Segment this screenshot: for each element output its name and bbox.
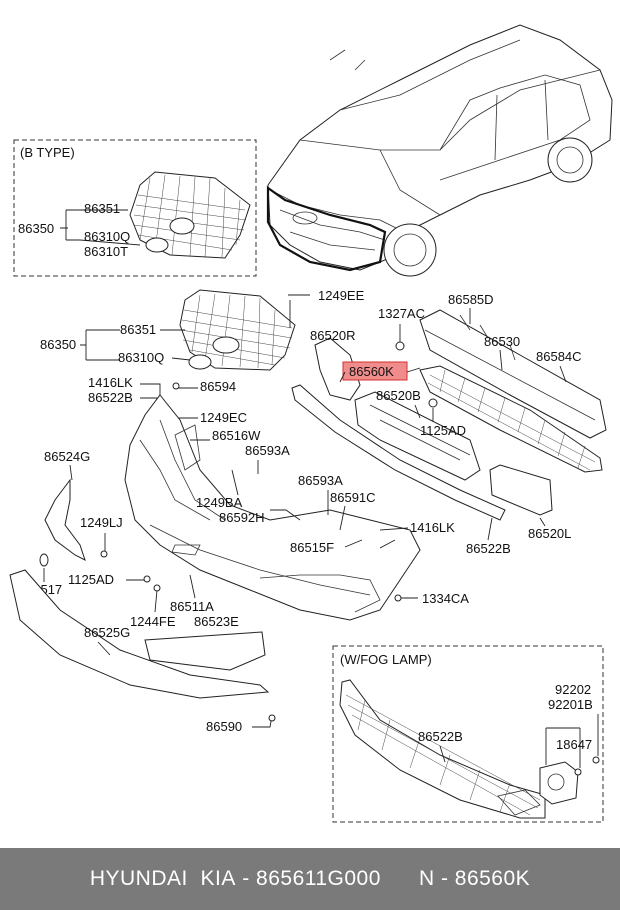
label-86351: 86351 — [120, 322, 156, 337]
label-86594: 86594 — [200, 379, 236, 394]
side-bracket-86524G — [44, 478, 86, 561]
label-86591C: 86591C — [330, 490, 376, 505]
label-1125AD-b: 1125AD — [420, 423, 466, 438]
label-1416LK-a: 1416LK — [88, 375, 133, 390]
label-86593A-b: 86593A — [298, 473, 343, 488]
label-b-86310Q: 86310Q — [84, 229, 130, 244]
bumper-strip-86522B — [291, 384, 506, 521]
label-1244FE: 1244FE — [130, 614, 176, 629]
label-86520B: 86520B — [376, 388, 421, 403]
label-86530: 86530 — [484, 334, 520, 349]
label-86590: 86590 — [206, 719, 242, 734]
energy-absorber-86520B — [354, 391, 481, 481]
label-86585D: 86585D — [448, 292, 494, 307]
label-86584C: 86584C — [536, 349, 582, 364]
b-type-grille — [129, 171, 251, 259]
lower-lip-86525G — [9, 569, 270, 699]
b-type-title: (B TYPE) — [20, 145, 75, 160]
fog-lamp-strip — [339, 679, 546, 819]
footer-separator: - — [235, 867, 257, 890]
label-b-86351: 86351 — [84, 201, 120, 216]
label-1327AC: 1327AC — [378, 306, 425, 321]
label-1249EC: 1249EC — [200, 410, 247, 425]
fog-lamp-assembly — [539, 756, 600, 805]
label-86522B-b: 86522B — [466, 541, 511, 556]
label-86350: 86350 — [40, 337, 76, 352]
label-86310Q: 86310Q — [118, 350, 164, 365]
label-1416LK-b: 1416LK — [410, 520, 455, 535]
label-1249BA: 1249BA — [196, 495, 243, 510]
parts-diagram: (B TYPE) 86351 86350 86310Q 86310T 1249E… — [9, 24, 613, 823]
footer-reference: N - 86560K — [418, 867, 531, 890]
lower-garnish-86523E — [144, 631, 266, 671]
label-86525G: 86525G — [84, 625, 130, 640]
label-86592H: 86592H — [219, 510, 265, 525]
label-86520R: 86520R — [310, 328, 356, 343]
energy-absorber-86520L — [489, 464, 553, 516]
fog-lamp-box — [332, 645, 604, 823]
label-b-86350: 86350 — [18, 221, 54, 236]
label-1249EE: 1249EE — [318, 288, 365, 303]
label-1249LJ: 1249LJ — [80, 515, 123, 530]
label-fog-86522B: 86522B — [418, 729, 463, 744]
label-86560K: 86560K — [349, 364, 394, 379]
label-86516W: 86516W — [212, 428, 261, 443]
highlight-86560K — [342, 361, 408, 381]
part-footer: HYUNDAI KIA - 865611G000 N - 86560K — [0, 848, 620, 910]
label-86522B-a: 86522B — [88, 390, 133, 405]
label-1334CA: 1334CA — [422, 591, 469, 606]
lower-grille-86560K — [419, 365, 603, 473]
car-illustration — [266, 24, 613, 277]
label-86520L: 86520L — [528, 526, 571, 541]
label-86515F: 86515F — [290, 540, 334, 555]
label-86511A: 86511A — [170, 599, 214, 614]
label-86523E: 86523E — [194, 614, 239, 629]
b-type-box — [13, 139, 257, 277]
label-1125AD-a: 1125AD — [68, 572, 114, 587]
energy-absorber-86520R — [314, 337, 361, 401]
footer-brand: HYUNDAI KIA — [89, 867, 236, 890]
fog-lamp-title: (W/FOG LAMP) — [340, 652, 432, 667]
footer-gap — [381, 867, 419, 891]
label-fog-92202: 92202 — [555, 682, 591, 697]
bumper-cover — [124, 394, 421, 621]
bumper-beam-86530 — [419, 309, 607, 439]
label-fog-92201B: 92201B — [548, 697, 593, 712]
label-86524G: 86524G — [44, 449, 90, 464]
footer-part-number: 865611G000 — [256, 867, 381, 890]
label-b-86310T: 86310T — [84, 244, 128, 259]
radiator-grille — [179, 289, 296, 371]
label-86593A-a: 86593A — [245, 443, 290, 458]
label-fog-18647: 18647 — [556, 737, 592, 752]
